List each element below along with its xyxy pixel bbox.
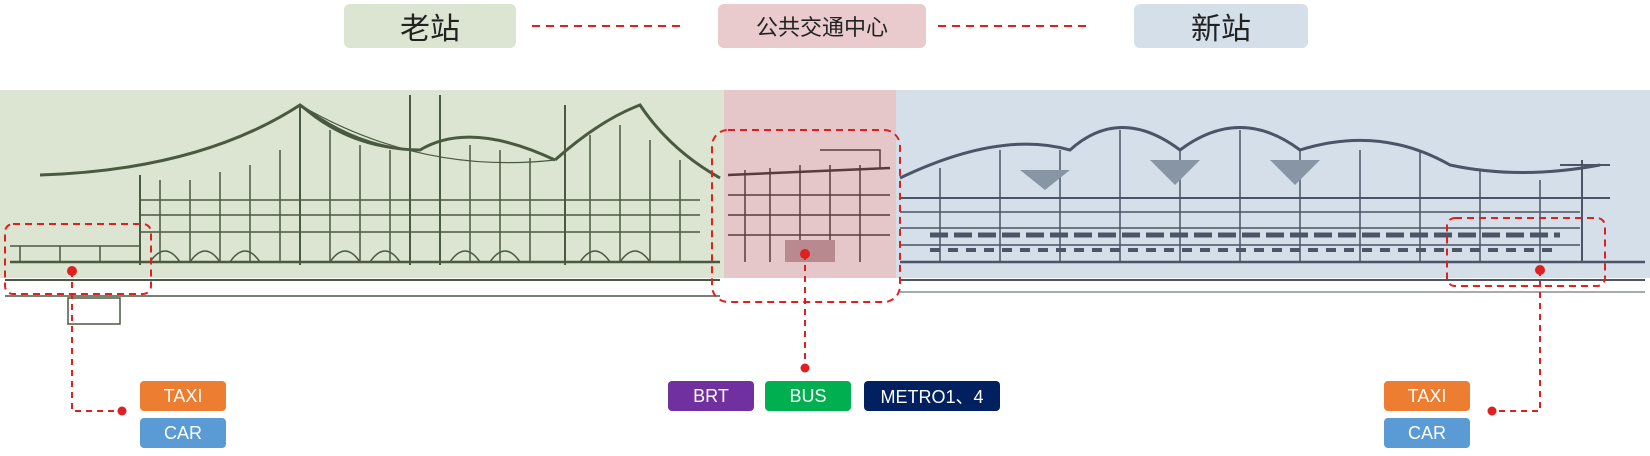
leader-lines <box>71 254 1541 412</box>
hub-end-dot <box>800 363 810 373</box>
right-taxi-tag: TAXI <box>1384 381 1470 411</box>
new-station-label: 新站 <box>1134 4 1308 48</box>
right-end-dot <box>1487 406 1497 416</box>
left-taxi-tag: TAXI <box>140 381 226 411</box>
old-station-zone <box>0 90 724 278</box>
leader-dots <box>67 249 1545 416</box>
brt-tag: BRT <box>668 381 754 411</box>
old-station-label: 老站 <box>344 4 516 48</box>
bus-tag: BUS <box>765 381 851 411</box>
left-car-tag: CAR <box>140 418 226 448</box>
new-station-structure <box>899 126 1645 293</box>
old-station-structure <box>5 95 721 325</box>
right-car-tag: CAR <box>1384 418 1470 448</box>
transit-hub-structure <box>727 149 891 262</box>
metro-tag: METRO1、4 <box>864 381 1000 411</box>
right-origin-dot <box>1535 265 1545 275</box>
transit-hub-label: 公共交通中心 <box>718 4 926 48</box>
left-parking-highlight <box>4 223 152 295</box>
left-end-dot <box>117 406 127 416</box>
hub-origin-dot <box>800 249 810 259</box>
new-station-zone <box>896 90 1650 278</box>
left-origin-dot <box>67 266 77 276</box>
right-parking-highlight <box>1446 217 1606 287</box>
